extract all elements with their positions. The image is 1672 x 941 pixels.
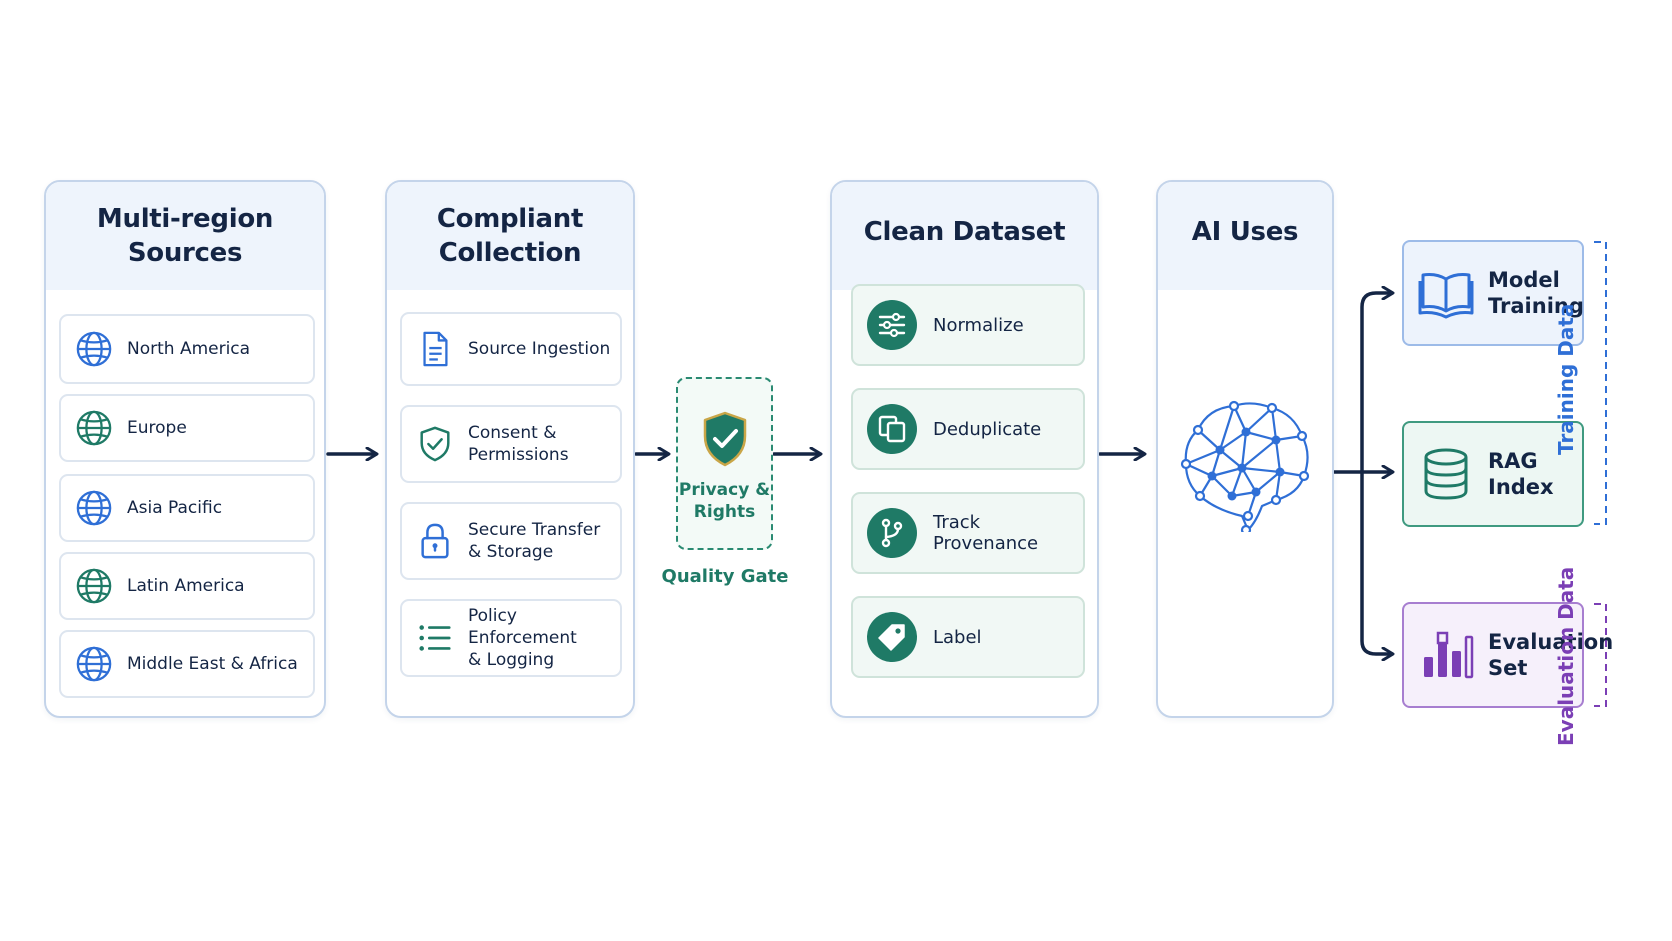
shield-check-icon <box>703 411 747 467</box>
output-label: RAG Index <box>1488 449 1554 499</box>
clean-label: Track Provenance <box>933 512 1039 554</box>
region-label: Asia Pacific <box>127 498 223 518</box>
region-item-north-america: North America <box>59 314 315 384</box>
collection-item-policy-enforcement: Policy Enforcement & Logging <box>400 599 622 677</box>
clean-label: Normalize <box>933 314 1024 336</box>
ai-uses-panel-title: AI Uses <box>1191 217 1299 247</box>
collection-label: Consent & Permissions <box>468 423 569 465</box>
privacy-rights-gate: Privacy & Rights <box>676 377 773 550</box>
clean-item-normalize: Normalize <box>851 284 1085 366</box>
bar-chart-icon <box>1424 631 1474 679</box>
quality-gate-caption: Quality Gate <box>661 566 789 587</box>
evaluation-data-label: Evaluation Data <box>1554 566 1578 746</box>
clean-dataset-panel-title: Clean Dataset <box>863 217 1066 247</box>
clean-item-deduplicate: Deduplicate <box>851 388 1085 470</box>
output-label: Evaluation Set <box>1488 630 1614 680</box>
copy-icon <box>867 404 917 454</box>
document-icon <box>423 331 448 367</box>
collection-item-consent: Consent & Permissions <box>400 405 622 483</box>
collection-label: Secure Transfer & Storage <box>468 520 601 562</box>
globe-icon <box>76 568 112 604</box>
region-item-latin-america: Latin America <box>59 552 315 620</box>
output-model-training: Model Training <box>1402 240 1584 346</box>
collection-panel: Compliant Collection Source Ingestion Co… <box>385 180 635 718</box>
sliders-icon <box>867 300 917 350</box>
globe-icon <box>76 331 112 367</box>
list-icon <box>419 625 451 651</box>
database-icon <box>1424 448 1468 500</box>
clean-dataset-panel: Clean Dataset Normalize Deduplicate Trac… <box>830 180 1099 718</box>
collection-panel-title: Compliant Collection <box>436 204 584 268</box>
shield-check-icon <box>420 426 450 462</box>
clean-item-track-provenance: Track Provenance <box>851 492 1085 574</box>
region-label: Latin America <box>127 576 245 596</box>
region-item-asia-pacific: Asia Pacific <box>59 474 315 542</box>
collection-label: Source Ingestion <box>468 339 611 359</box>
collection-item-source-ingestion: Source Ingestion <box>400 312 622 386</box>
open-book-icon <box>1418 273 1474 319</box>
region-label: Europe <box>127 418 187 438</box>
gate-label: Privacy & Rights <box>678 480 771 522</box>
clean-dataset-panel-header: Clean Dataset <box>832 182 1097 290</box>
arrow-branch-bottom <box>1360 470 1392 654</box>
sources-panel-header: Multi-region Sources <box>46 182 324 290</box>
git-branch-icon <box>867 508 917 558</box>
clean-item-label: Label <box>851 596 1085 678</box>
region-item-europe: Europe <box>59 394 315 462</box>
collection-item-secure-transfer: Secure Transfer & Storage <box>400 502 622 580</box>
sources-panel: Multi-region Sources North America Europ… <box>44 180 326 718</box>
neural-brain-icon <box>1180 400 1310 532</box>
ai-uses-panel: AI Uses <box>1156 180 1334 718</box>
evaluation-data-bracket <box>1594 603 1607 707</box>
clean-label: Label <box>933 626 982 648</box>
collection-panel-header: Compliant Collection <box>387 182 633 290</box>
sources-panel-title: Multi-region Sources <box>96 204 274 268</box>
region-label: Middle East & Africa <box>127 654 298 674</box>
ai-uses-panel-header: AI Uses <box>1158 182 1332 290</box>
training-data-bracket <box>1594 241 1607 525</box>
clean-label: Deduplicate <box>933 418 1042 440</box>
output-evaluation-set: Evaluation Set <box>1402 602 1613 708</box>
tag-icon <box>867 612 917 662</box>
globe-icon <box>76 646 112 682</box>
region-label: North America <box>127 339 251 359</box>
globe-icon <box>76 410 112 446</box>
lock-icon <box>421 523 449 559</box>
region-item-middle-east-africa: Middle East & Africa <box>59 630 315 698</box>
training-data-label: Training Data <box>1554 303 1578 455</box>
arrow-branch-top <box>1360 293 1392 474</box>
globe-icon <box>76 490 112 526</box>
collection-label: Policy Enforcement & Logging <box>468 606 577 670</box>
output-rag-index: RAG Index <box>1402 421 1584 527</box>
output-label: Model Training <box>1488 268 1584 318</box>
